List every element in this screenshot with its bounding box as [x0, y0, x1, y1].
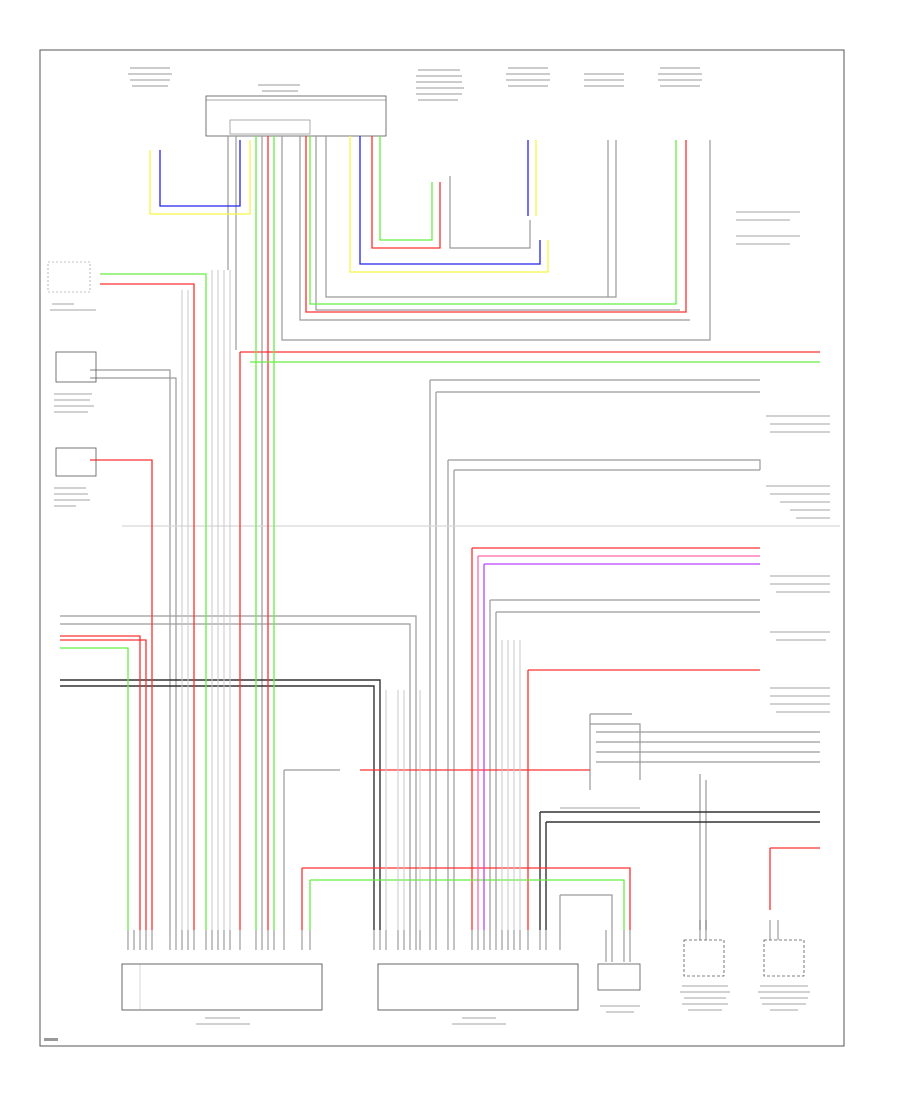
- right-labels: [560, 211, 830, 809]
- wires-pink: [477, 555, 760, 930]
- wires-dark: [60, 679, 820, 930]
- pin-row-left: [127, 930, 311, 950]
- wires-green: [60, 136, 820, 930]
- bottom-module-center: [377, 963, 579, 1011]
- pin-row-center: [373, 930, 561, 950]
- left-label-1: [50, 303, 96, 311]
- left-sensor-1: [55, 351, 97, 383]
- top-junction-block: [205, 95, 387, 137]
- diagram-frame: [39, 49, 845, 1047]
- wires-red: [60, 136, 820, 930]
- footer-code-mark: [44, 1038, 58, 1041]
- wires-gray: [60, 136, 840, 930]
- left-sensor-2: [55, 447, 97, 477]
- pin-row-right: [605, 920, 779, 962]
- bottom-module-relay: [597, 963, 641, 991]
- bottom-module-sensor-b: [763, 939, 805, 977]
- wires-light: [181, 270, 521, 930]
- left-label-3: [54, 487, 90, 507]
- bottom-module-sensor-a: [683, 939, 725, 977]
- left-label-2: [54, 393, 94, 413]
- wires-blue: [159, 136, 541, 265]
- bottom-module-left: [121, 963, 323, 1011]
- left-switch-top: [47, 261, 91, 293]
- bottom-labels: [196, 985, 810, 1025]
- wires-yellow: [149, 136, 549, 273]
- top-labels: [128, 67, 702, 101]
- top-junction-subblock: [229, 119, 311, 135]
- wires-violet: [483, 563, 760, 930]
